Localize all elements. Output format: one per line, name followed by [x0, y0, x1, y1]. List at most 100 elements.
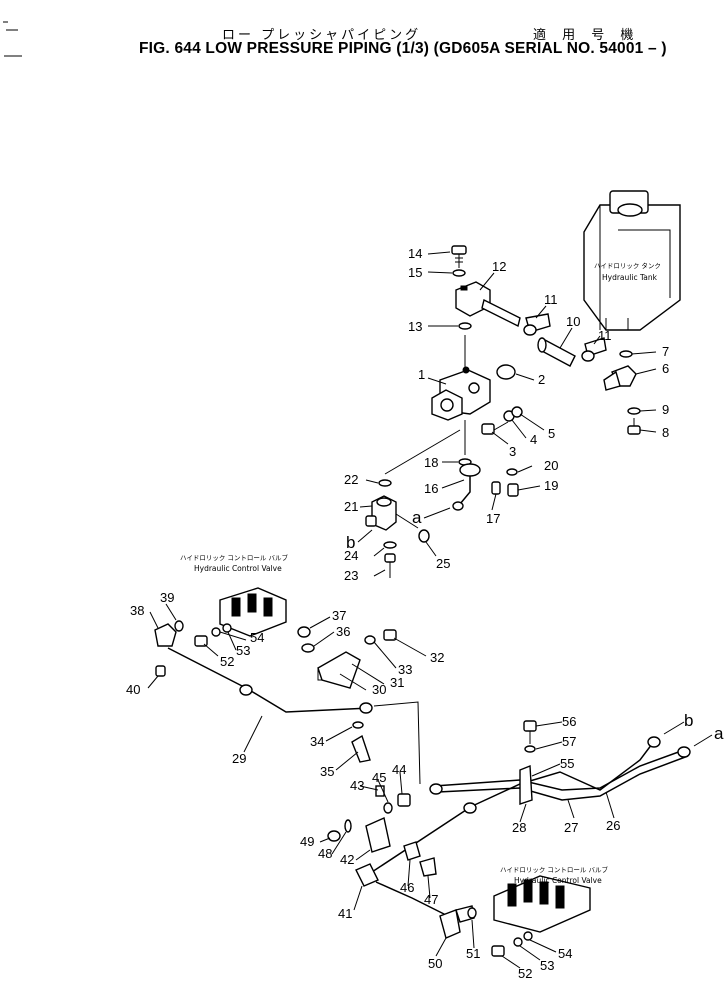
clamp-11-right: [581, 337, 607, 362]
callout-9: 9: [662, 402, 669, 417]
japanese-serial-label: 適 用 号 機: [533, 28, 640, 43]
callout-12: 12: [492, 259, 506, 274]
valve-upper-label-en: Hydraulic Control Valve: [194, 564, 282, 573]
callout-20: 20: [544, 458, 558, 473]
hydraulic-control-valve-upper: ハイドロリック コントロール バルブ Hydraulic Control Val…: [180, 553, 289, 637]
washer-9: [627, 407, 641, 415]
washer-36: [301, 643, 315, 653]
bracket-43: [375, 785, 385, 797]
bracket-30: [317, 651, 361, 689]
bolt-3: [481, 421, 509, 435]
bolt-56: [523, 720, 537, 744]
hose-10: [537, 337, 576, 367]
callout-38: 38: [130, 603, 144, 618]
japanese-title: ロー プレッシャパイピング: [222, 28, 422, 43]
callout-35: 35: [320, 764, 334, 779]
callout-7: 7: [662, 344, 669, 359]
callout-22: 22: [344, 472, 358, 487]
washer-24: [383, 541, 397, 549]
elbow-6: [603, 365, 637, 391]
washer-20: [506, 468, 518, 476]
callout-19: 19: [544, 478, 558, 493]
callout-17: 17: [486, 511, 500, 526]
hydraulic-control-valve-lower: ハイドロリック コントロール バルブ Hydraulic Control Val…: [493, 865, 609, 933]
callout-50: 50: [428, 956, 442, 971]
corner-marks: [3, 21, 22, 57]
tank-label-jp: ハイドロリック タンク: [594, 261, 661, 270]
callout-11-right: 11: [598, 328, 612, 343]
callout-48: 48: [318, 846, 332, 861]
callout-24: 24: [344, 548, 358, 563]
callout-56: 56: [562, 714, 576, 729]
callout-29: 29: [232, 751, 246, 766]
callout-49: 49: [300, 834, 314, 849]
tank-label-en: Hydraulic Tank: [602, 273, 658, 282]
pipe-29: [167, 647, 371, 713]
callout-33: 33: [398, 662, 412, 677]
o-ring-34: [352, 721, 364, 729]
washer-54-upper: [211, 627, 221, 637]
elbow-38: [154, 623, 177, 647]
callout-15: 15: [408, 265, 422, 280]
washer-48: [344, 819, 352, 833]
connection-b-lower: b: [684, 711, 693, 730]
callout-43: 43: [350, 778, 364, 793]
callout-5: 5: [548, 426, 555, 441]
callout-53-lower: 53: [540, 958, 554, 973]
callout-53-upper: 53: [236, 643, 250, 658]
callout-41: 41: [338, 906, 352, 921]
o-ring-51: [467, 907, 477, 919]
plug-40: [155, 665, 166, 677]
callout-55: 55: [560, 756, 574, 771]
washer-53-upper: [222, 623, 232, 633]
callout-31: 31: [390, 675, 404, 690]
bracket-42: [365, 817, 391, 853]
nut-37: [297, 626, 311, 638]
callout-32: 32: [430, 650, 444, 665]
callout-13: 13: [408, 319, 422, 334]
callout-16: 16: [424, 481, 438, 496]
callout-8: 8: [662, 425, 669, 440]
callout-52-lower: 52: [518, 966, 532, 981]
bolt-19: [507, 483, 519, 497]
washer-33: [364, 635, 376, 645]
callout-2: 2: [538, 372, 545, 387]
callout-46: 46: [400, 880, 414, 895]
figure-title: FIG. 644 LOW PRESSURE PIPING (1/3) (GD60…: [139, 40, 667, 57]
washer-53-lower: [513, 937, 523, 947]
callout-54-lower: 54: [558, 946, 572, 961]
callout-30: 30: [372, 682, 386, 697]
pipe-26-27-28: [371, 736, 691, 873]
callout-47: 47: [424, 892, 438, 907]
callout-18: 18: [424, 455, 438, 470]
callout-36: 36: [336, 624, 350, 639]
o-ring-13: [458, 322, 472, 330]
plug-25: [418, 529, 430, 543]
o-ring-7: [619, 350, 633, 358]
leader-lines: [147, 251, 657, 969]
callout-34: 34: [310, 734, 324, 749]
callout-40: 40: [126, 682, 140, 697]
block-12: [455, 281, 521, 328]
callout-39: 39: [160, 590, 174, 605]
callout-57: 57: [562, 734, 576, 749]
callout-4: 4: [530, 432, 537, 447]
block-21: [365, 495, 419, 531]
callout-3: 3: [509, 444, 516, 459]
elbow-16: [452, 463, 481, 511]
connection-b-upper: b: [346, 533, 355, 552]
callout-25: 25: [436, 556, 450, 571]
callout-37: 37: [332, 608, 346, 623]
bolt-14: [451, 245, 467, 268]
fitting-46: [403, 841, 421, 861]
callout-26: 26: [606, 818, 620, 833]
callout-28: 28: [512, 820, 526, 835]
washer-15: [452, 269, 466, 277]
callout-21: 21: [344, 499, 358, 514]
connection-a-lower: a: [714, 724, 724, 743]
valve-lower-label-jp: ハイドロリック コントロール バルブ: [500, 865, 609, 874]
bolt-32: [383, 629, 397, 641]
nut-49: [327, 830, 341, 842]
washer-54-lower: [523, 931, 533, 941]
